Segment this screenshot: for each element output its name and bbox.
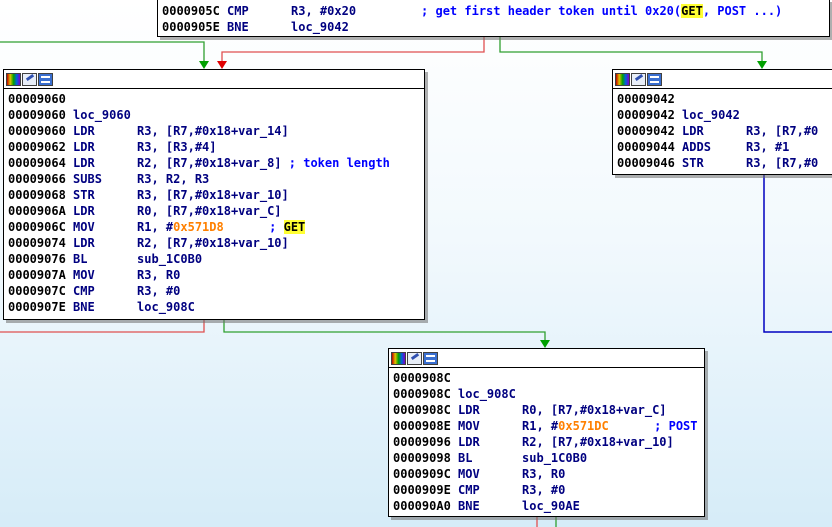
color-palette-icon[interactable] bbox=[391, 351, 406, 365]
asm-line: 00009042 bbox=[617, 92, 675, 106]
color-palette-icon[interactable] bbox=[6, 72, 21, 86]
search-highlight: GET bbox=[681, 4, 703, 18]
branch-target[interactable]: loc_90AE bbox=[522, 499, 580, 513]
asm-line: 0000908C bbox=[393, 371, 451, 385]
immediate-value[interactable]: 0x571D8 bbox=[173, 220, 224, 234]
code-label[interactable]: loc_908C bbox=[458, 387, 516, 401]
edit-node-icon[interactable] bbox=[407, 351, 422, 365]
asm-line: 00009042 loc_9042 bbox=[617, 108, 740, 122]
call-target[interactable]: sub_1C0B0 bbox=[137, 252, 203, 266]
asm-line: 0000908C loc_908C bbox=[393, 387, 516, 401]
graph-view-icon[interactable] bbox=[647, 72, 662, 86]
graph-view-icon[interactable] bbox=[38, 72, 53, 86]
call-target[interactable]: sub_1C0B0 bbox=[522, 451, 588, 465]
operand: R3, #0x20 bbox=[291, 4, 357, 18]
branch-target[interactable]: loc_908C bbox=[137, 300, 195, 314]
color-palette-icon[interactable] bbox=[615, 72, 630, 86]
edge-false-arrow bbox=[217, 61, 227, 69]
edge-true-left-bottom bbox=[223, 320, 546, 341]
node-toolbar bbox=[4, 70, 424, 89]
immediate-value[interactable]: 0x571DC bbox=[558, 419, 609, 433]
edge-false-left-out bbox=[0, 320, 205, 333]
node-toolbar bbox=[389, 349, 704, 368]
asm-line: 00009060 bbox=[8, 92, 66, 106]
search-highlight: GET bbox=[283, 220, 306, 234]
edge-true-arrow-left bbox=[199, 61, 209, 69]
edge-false-top-left bbox=[221, 36, 485, 62]
code-label[interactable]: loc_9042 bbox=[682, 108, 740, 122]
edge-true-in-left bbox=[0, 41, 205, 62]
graph-view-icon[interactable] bbox=[423, 351, 438, 365]
edge-true-arrow-right bbox=[757, 61, 767, 69]
node-toolbar bbox=[613, 70, 832, 89]
asm-line: 00009060 loc_9060 bbox=[8, 108, 131, 122]
edit-node-icon[interactable] bbox=[22, 72, 37, 86]
edge-true-top-right bbox=[499, 36, 763, 62]
edge-uncond-right bbox=[763, 174, 832, 333]
edge-true-arrow-bottom bbox=[540, 340, 550, 348]
code-label[interactable]: loc_9060 bbox=[73, 108, 131, 122]
edit-node-icon[interactable] bbox=[631, 72, 646, 86]
